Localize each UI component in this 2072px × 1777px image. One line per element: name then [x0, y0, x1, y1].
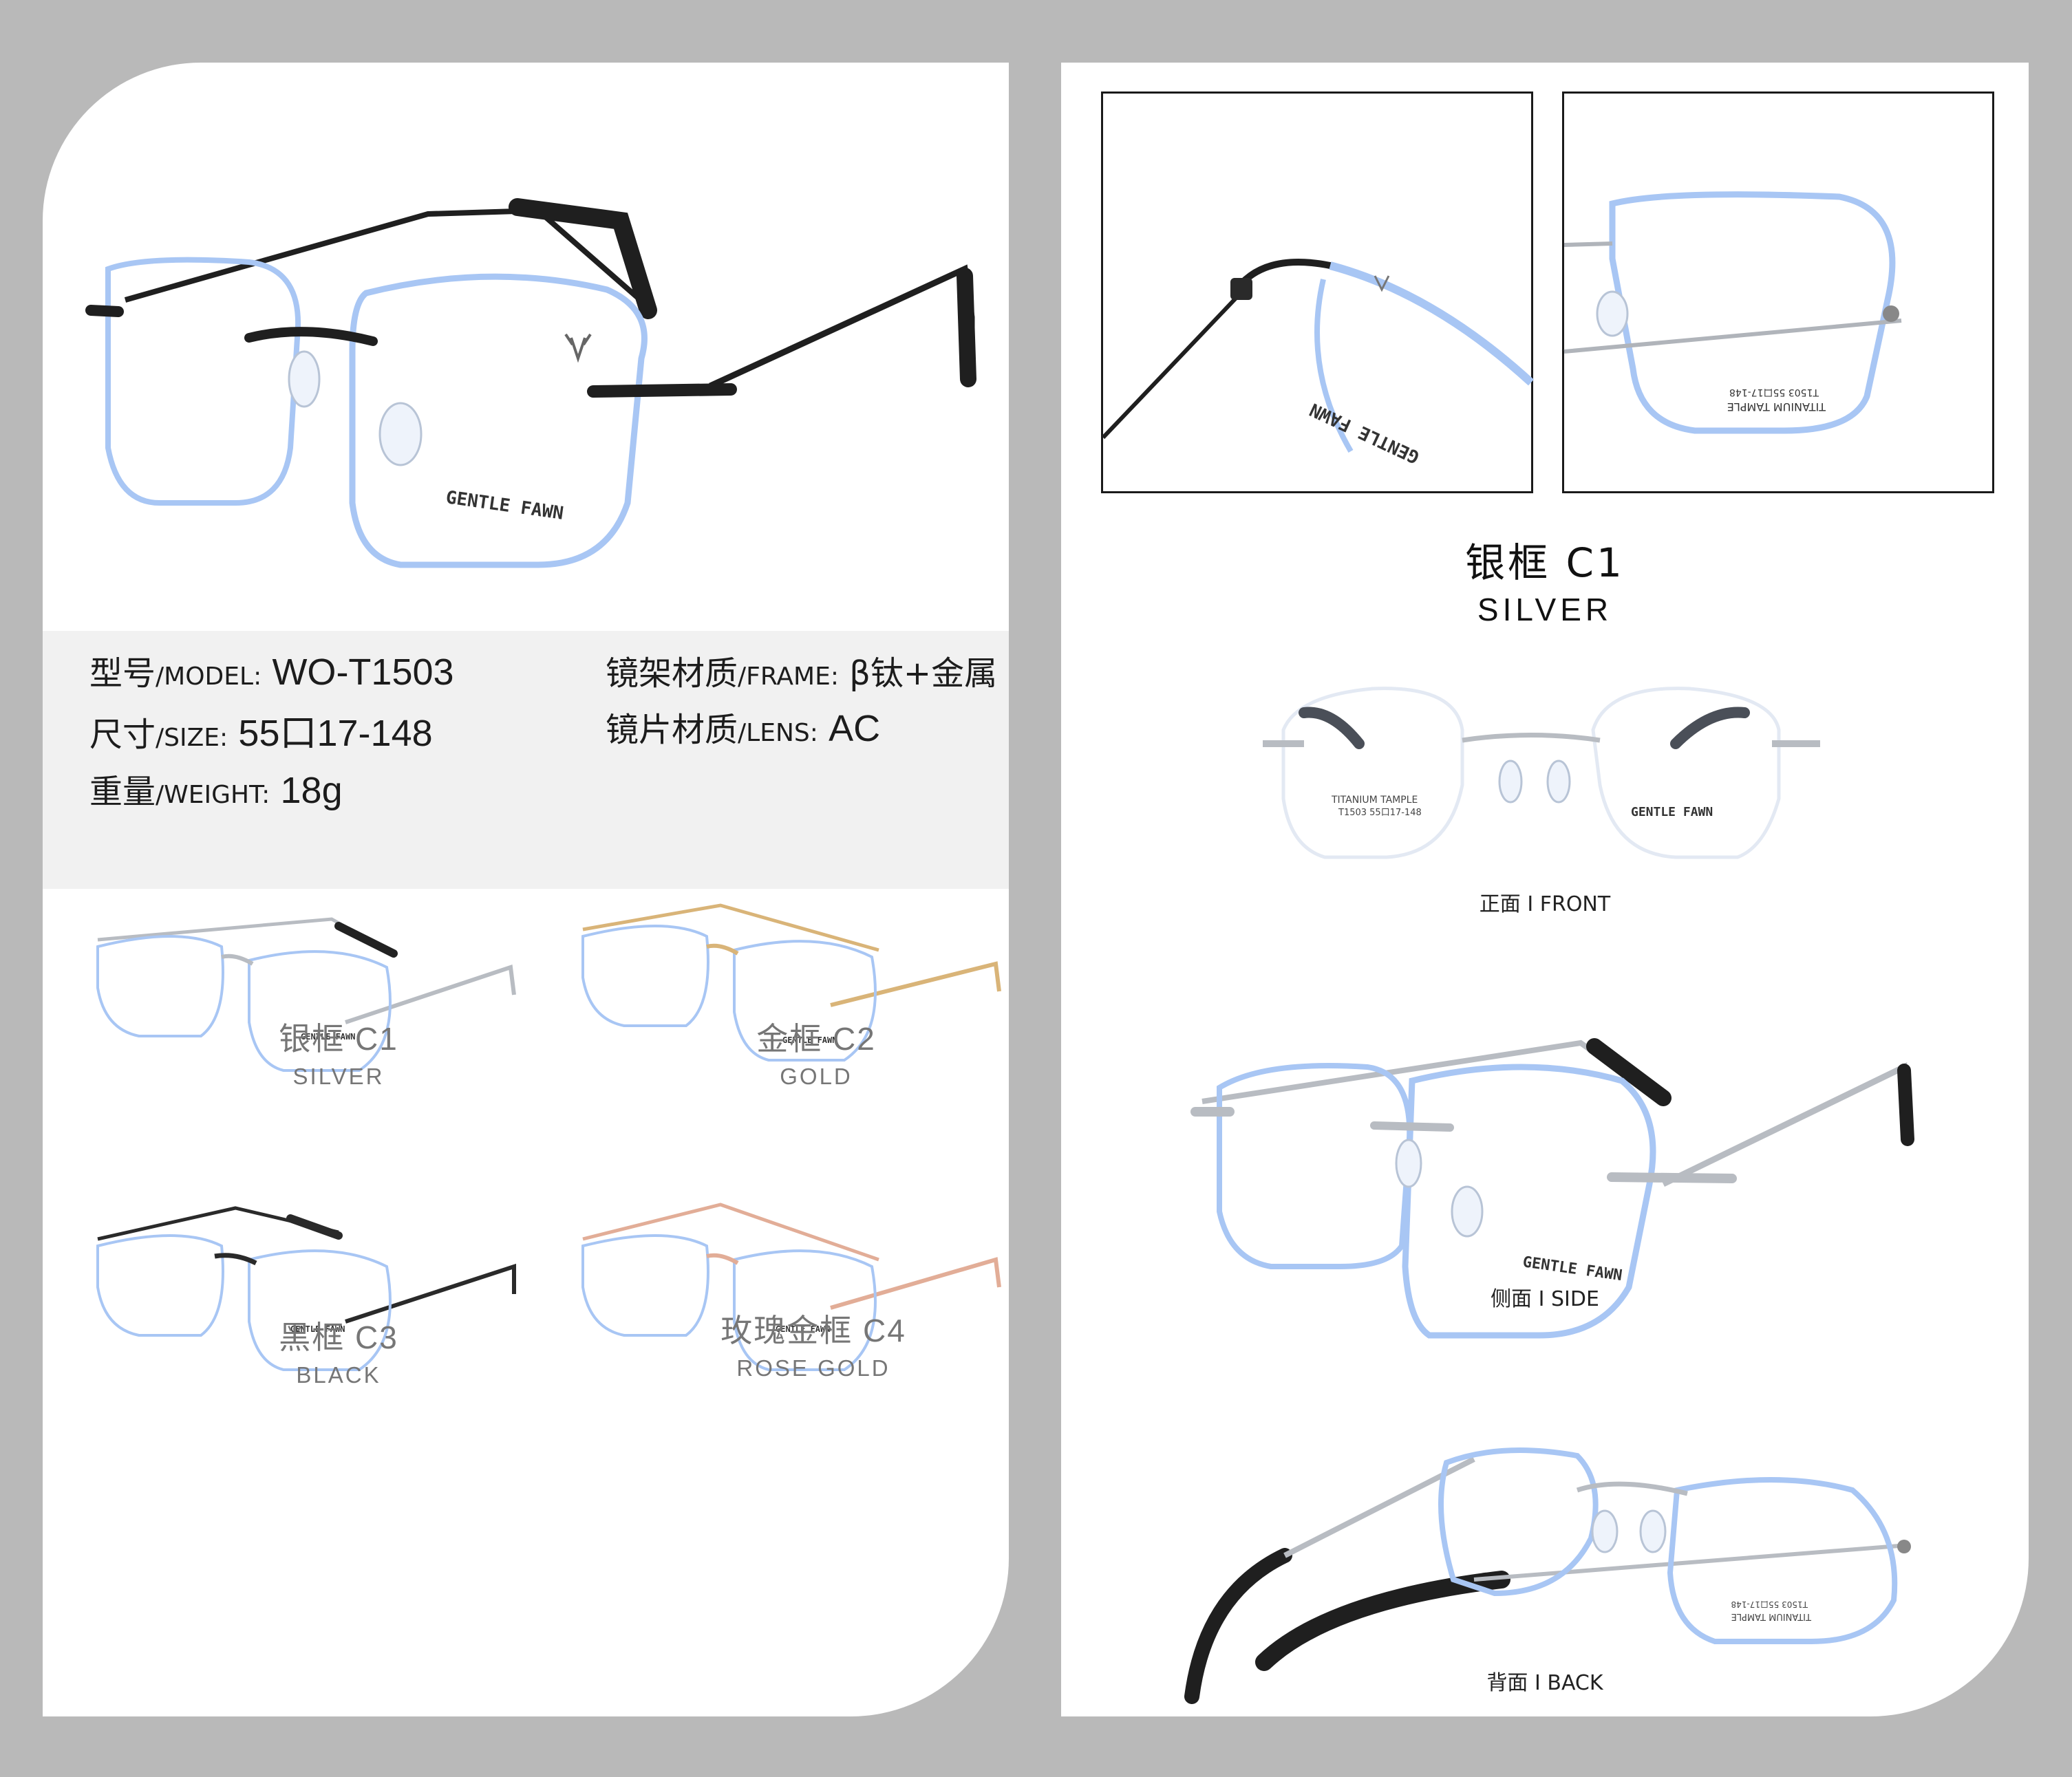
back-print-line2: T1503 55口17-148 — [1731, 1600, 1808, 1609]
caption-back: 背面 I BACK — [1486, 1671, 1603, 1695]
right-panel: GENTLE FAWN TITANIUM TAMPLE T1503 55口17-… — [1061, 63, 2029, 1716]
variant-silver-label: 银框 C1 SILVER — [279, 1021, 398, 1089]
variant-black-brand-print: GENTLE FAWN — [290, 1324, 345, 1334]
caption-side: 侧面 I SIDE — [1491, 1287, 1599, 1311]
spec-frame: 镜架材质/FRAME: β钛+金属 — [606, 654, 998, 693]
variant-black-label: 黑框 C3 BLACK — [279, 1320, 398, 1388]
detail-hinge-brand-print: GENTLE FAWN — [1307, 398, 1423, 467]
spec-band: 型号/MODEL: WO-T1503 尺寸/SIZE: 55口17-148 重量… — [43, 631, 1009, 889]
detail-back-box: TITANIUM TAMPLE T1503 55口17-148 — [1562, 91, 1994, 493]
variant-silver-brand-print: GENTLE FAWN — [301, 1032, 355, 1042]
variant-rose-gold-label: 玫瑰金框 C4 ROSE GOLD — [720, 1313, 906, 1381]
detail-back-image: TITANIUM TAMPLE T1503 55口17-148 — [1563, 191, 1902, 434]
side-view-image: GENTLE FAWN — [1190, 1038, 1914, 1339]
spec-model: 型号/MODEL: WO-T1503 — [89, 651, 454, 693]
front-view-image: TITANIUM TAMPLE T1503 55口17-148 GENTLE F… — [1263, 687, 1820, 859]
spec-weight: 重量/WEIGHT: 18g — [89, 770, 343, 811]
main-brand-print: GENTLE FAWN — [445, 487, 565, 524]
front-print-line1: TITANIUM TAMPLE — [1331, 795, 1418, 806]
front-brand-print: GENTLE FAWN — [1631, 805, 1713, 819]
variant-rose-gold-brand-print: GENTLE FAWN — [776, 1324, 830, 1334]
variant-black-image: GENTLE FAWN — [96, 1206, 516, 1371]
caption-front: 正面 I FRONT — [1479, 892, 1611, 916]
spec-size: 尺寸/SIZE: 55口17-148 — [89, 713, 433, 754]
variant-gold-brand-print: GENTLE FAWN — [782, 1035, 837, 1045]
detail-hinge-box: GENTLE FAWN — [1101, 91, 1535, 493]
variant-gold-image: GENTLE FAWN — [581, 903, 1001, 1062]
side-brand-print: GENTLE FAWN — [1521, 1253, 1623, 1284]
detail-back-print-line1: TITANIUM TAMPLE — [1727, 400, 1826, 413]
left-panel: GENTLE FAWN 型号/MODEL: WO-T1503 尺寸/SIZE: … — [43, 63, 1009, 1716]
spec-lens: 镜片材质/LENS: AC — [606, 708, 881, 749]
main-glasses-image: GENTLE FAWN — [85, 198, 976, 568]
back-view-image: TITANIUM TAMPLE T1503 55口17-148 — [1184, 1447, 1911, 1704]
front-print-line2: T1503 55口17-148 — [1338, 808, 1422, 818]
variant-silver-image: GENTLE FAWN — [96, 917, 516, 1072]
variant-gold-label: 金框 C2 GOLD — [756, 1021, 876, 1089]
back-print-line1: TITANIUM TAMPLE — [1731, 1611, 1812, 1622]
detail-back-print-line2: T1503 55口17-148 — [1729, 387, 1819, 398]
variant-rose-gold-image: GENTLE FAWN — [581, 1203, 1001, 1371]
detail-hinge-image: GENTLE FAWN — [1101, 259, 1535, 467]
hero-color-title: 银框 C1 SILVER — [1465, 539, 1625, 627]
